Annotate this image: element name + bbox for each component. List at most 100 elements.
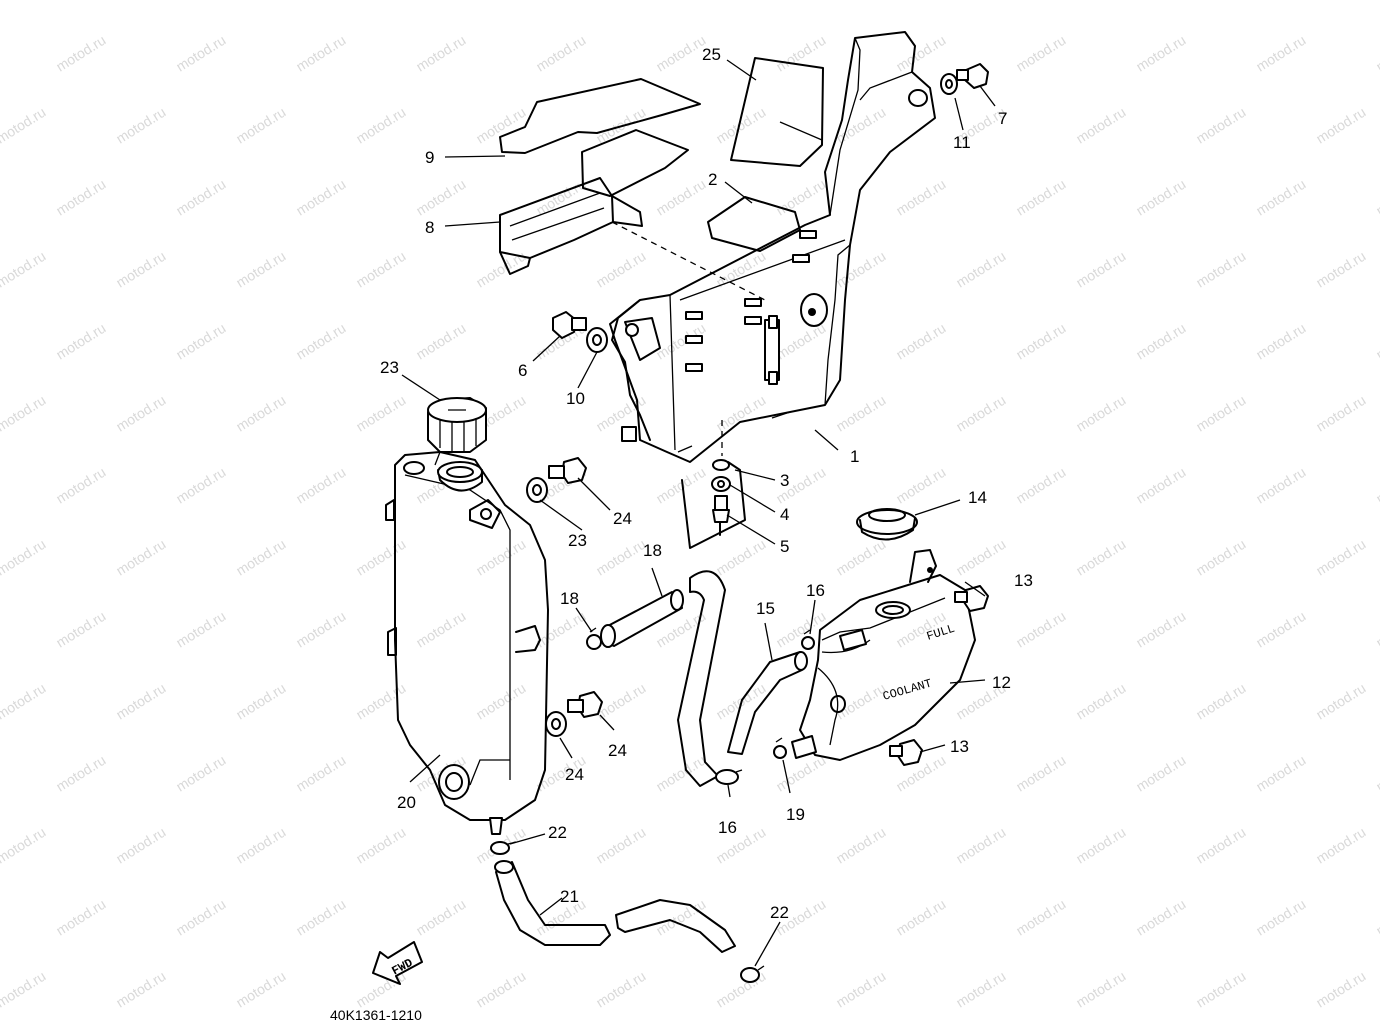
watermark-text: motod.ru bbox=[893, 464, 948, 507]
callout-23-lower: 24 bbox=[565, 765, 584, 784]
watermark-text: motod.ru bbox=[113, 824, 168, 867]
watermark-text: motod.ru bbox=[713, 392, 768, 435]
watermark-text: motod.ru bbox=[653, 752, 708, 795]
part-22-clamp-upper[interactable] bbox=[490, 841, 517, 855]
part-25-sheet[interactable] bbox=[730, 57, 824, 167]
part-6-bolt[interactable] bbox=[552, 311, 587, 339]
watermark-text: motod.ru bbox=[293, 896, 348, 939]
part-23-grommet-upper[interactable] bbox=[526, 477, 548, 503]
callout-4: 4 bbox=[780, 505, 789, 524]
part-8-bracket[interactable] bbox=[499, 129, 689, 275]
watermark-text: motod.ru bbox=[533, 32, 588, 75]
part-7-bolt[interactable] bbox=[956, 63, 989, 89]
watermark-text: motod.ru bbox=[113, 680, 168, 723]
part-11-grommet[interactable] bbox=[940, 73, 958, 95]
watermark-text: motod.ru bbox=[233, 0, 288, 3]
part-22-clamp-lower[interactable] bbox=[740, 965, 765, 983]
watermark-text: motod.ru bbox=[113, 392, 168, 435]
watermark-text: motod.ru bbox=[173, 32, 228, 75]
part-9-cover[interactable] bbox=[499, 78, 701, 154]
part-15-tank-hose[interactable] bbox=[727, 651, 808, 755]
part-17-hose[interactable] bbox=[600, 589, 684, 648]
watermark-text: motod.ru bbox=[1013, 752, 1068, 795]
watermark-text: motod.ru bbox=[893, 320, 948, 363]
part-21-lower-hose[interactable] bbox=[494, 860, 736, 953]
watermark-text: motod.ru bbox=[53, 896, 108, 939]
watermark-text: motod.ru bbox=[413, 320, 468, 363]
watermark-text: motod.ru bbox=[953, 968, 1008, 1011]
watermark-text: motod.ru bbox=[1313, 392, 1368, 435]
watermark-text: motod.ru bbox=[233, 104, 288, 147]
watermark-text: motod.ru bbox=[293, 320, 348, 363]
watermark-text: motod.ru bbox=[233, 536, 288, 579]
watermark-text: motod.ru bbox=[113, 248, 168, 291]
part-3-collar[interactable] bbox=[712, 459, 730, 471]
watermark-text: motod.ru bbox=[833, 392, 888, 435]
watermark-text: motod.ru bbox=[173, 176, 228, 219]
part-23-grommet-lower[interactable] bbox=[545, 711, 567, 737]
watermark-text: motod.ru bbox=[773, 176, 828, 219]
part-16-clamp-upper[interactable] bbox=[801, 629, 815, 650]
watermark-text: motod.ru bbox=[1133, 464, 1188, 507]
watermark-text: motod.ru bbox=[1193, 248, 1248, 291]
watermark-text: motod.ru bbox=[1253, 176, 1308, 219]
part-24-bolt-upper[interactable] bbox=[548, 457, 587, 484]
watermark-text: motod.ru bbox=[293, 752, 348, 795]
watermark-text: motod.ru bbox=[53, 608, 108, 651]
watermark-text: motod.ru bbox=[1013, 464, 1068, 507]
watermark-text: motod.ru bbox=[233, 248, 288, 291]
part-13-bolt-lower[interactable] bbox=[889, 739, 923, 766]
callout-8: 8 bbox=[425, 218, 434, 237]
watermark-text: motod.ru bbox=[0, 680, 48, 723]
watermark-text: motod.ru bbox=[0, 248, 48, 291]
watermark-text: motod.ru bbox=[233, 680, 288, 723]
watermark-text: motod.ru bbox=[293, 464, 348, 507]
watermark-text: motod.ru bbox=[113, 536, 168, 579]
watermark-text: motod.ru bbox=[1373, 752, 1380, 795]
watermark-text: motod.ru bbox=[113, 0, 168, 3]
watermark-text: motod.ru bbox=[473, 968, 528, 1011]
watermark-text: motod.ru bbox=[833, 680, 888, 723]
watermark-text: motod.ru bbox=[1253, 896, 1308, 939]
part-18-clamp-lower[interactable] bbox=[773, 737, 787, 759]
watermark-text: motod.ru bbox=[1193, 0, 1248, 3]
watermark-text: motod.ru bbox=[1073, 968, 1128, 1011]
radiator-hose[interactable] bbox=[677, 570, 726, 787]
watermark-text: motod.ru bbox=[233, 392, 288, 435]
watermark-text: motod.ru bbox=[1253, 320, 1308, 363]
part-1-stay[interactable] bbox=[609, 31, 936, 463]
watermark-text: motod.ru bbox=[353, 104, 408, 147]
watermark-text: motod.ru bbox=[473, 0, 528, 3]
callout-10: 10 bbox=[566, 389, 585, 408]
watermark-text: motod.ru bbox=[53, 320, 108, 363]
watermark-text: motod.ru bbox=[1073, 680, 1128, 723]
watermark-text: motod.ru bbox=[833, 824, 888, 867]
watermark-text: motod.ru bbox=[1373, 176, 1380, 219]
callout-25: 25 bbox=[702, 45, 721, 64]
watermark-text: motod.ru bbox=[173, 320, 228, 363]
part-14-tank-cap[interactable] bbox=[856, 508, 918, 541]
watermark-text: motod.ru bbox=[353, 824, 408, 867]
watermark-text: motod.ru bbox=[1013, 320, 1068, 363]
part-18-clamp-upper[interactable] bbox=[586, 627, 602, 650]
part-10-grommet[interactable] bbox=[586, 327, 608, 353]
part-24-bolt-lower[interactable] bbox=[567, 691, 603, 718]
watermark-text: motod.ru bbox=[293, 608, 348, 651]
watermark-text: motod.ru bbox=[893, 32, 948, 75]
part-20-radiator-cap[interactable] bbox=[427, 397, 487, 453]
overflow-wire-loop bbox=[681, 461, 746, 549]
watermark-text: motod.ru bbox=[593, 824, 648, 867]
callout-15: 15 bbox=[756, 599, 775, 618]
callout-22-upper: 22 bbox=[548, 823, 567, 842]
callout-24-lower-visible: 24 bbox=[608, 741, 627, 760]
part-4-grommet[interactable] bbox=[711, 476, 731, 492]
part-13-bolt-upper[interactable] bbox=[954, 585, 989, 612]
watermark-text: motod.ru bbox=[893, 176, 948, 219]
watermark-text: motod.ru bbox=[113, 968, 168, 1011]
callout-23-upper: 23 bbox=[568, 531, 587, 550]
part-16-clamp-lower[interactable] bbox=[715, 769, 743, 785]
callout-1: 1 bbox=[850, 447, 859, 466]
part-19-radiator[interactable] bbox=[385, 451, 549, 835]
callout-labels: 25 2 9 8 7 11 6 10 1 3 4 5 23 23 24 14 1… bbox=[380, 45, 1033, 922]
